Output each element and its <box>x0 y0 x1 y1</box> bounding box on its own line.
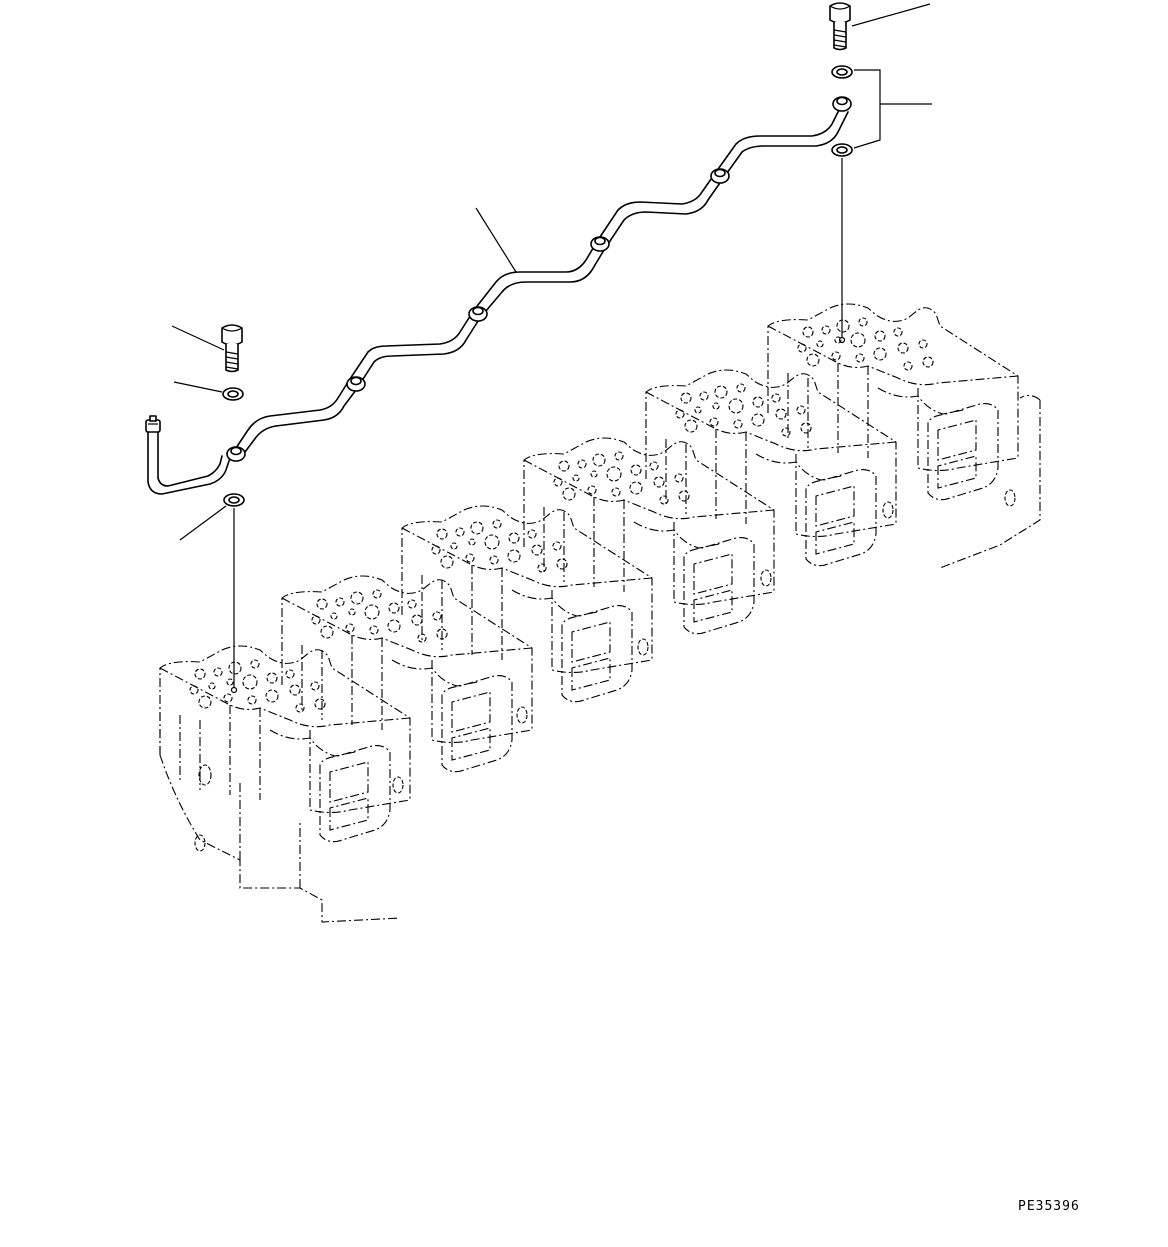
bolt-left <box>221 324 243 373</box>
drawing-code: PE35396 <box>1018 1199 1080 1214</box>
bolt-right <box>829 2 851 51</box>
leader-lines <box>171 3 932 541</box>
washer-left-upper <box>222 387 244 401</box>
washer-right-lower <box>831 143 853 157</box>
cylinder-head-assembly <box>159 303 1041 923</box>
pipe-assembly <box>145 96 852 495</box>
washer-right-upper <box>831 65 853 79</box>
washer-left-lower <box>223 493 245 507</box>
